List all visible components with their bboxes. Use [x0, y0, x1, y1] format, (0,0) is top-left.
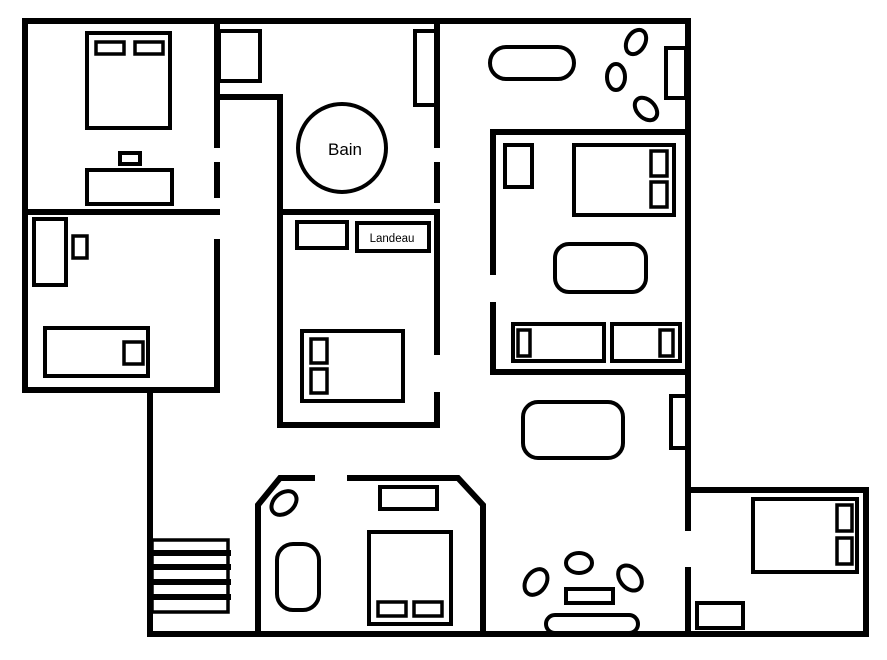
- armchair: [522, 567, 550, 597]
- armchair: [623, 27, 649, 57]
- armchair: [269, 489, 299, 517]
- exterior-walls: [22, 18, 869, 637]
- armchair: [564, 551, 594, 575]
- crib-label: Landeau: [370, 233, 415, 245]
- pillow: [376, 600, 408, 618]
- coffee-table: [564, 587, 615, 605]
- bath-label: Bain: [328, 140, 362, 159]
- nightstand: [118, 151, 142, 166]
- bookshelf: [32, 217, 68, 287]
- pillow: [516, 328, 532, 358]
- master-bedroom: [269, 485, 453, 626]
- changing-table: [295, 220, 349, 250]
- living-room: [488, 27, 688, 123]
- cabinet: [664, 46, 688, 100]
- guest-suite: [503, 143, 682, 363]
- pillow: [133, 40, 165, 56]
- office-left: [32, 217, 150, 378]
- bedroom-bottom-right: [695, 497, 859, 630]
- desk: [275, 542, 321, 612]
- wardrobe: [503, 143, 534, 189]
- crib: [355, 221, 431, 253]
- staircase: [149, 538, 231, 614]
- nightstand: [695, 601, 745, 630]
- pillow: [122, 340, 145, 366]
- lounge: [522, 551, 644, 635]
- nursery: Landeau: [295, 220, 431, 403]
- bathroom: Bain: [217, 29, 438, 194]
- dresser: [85, 168, 174, 206]
- armchair: [616, 563, 644, 593]
- pillow: [835, 536, 854, 566]
- dining-area: [521, 394, 689, 460]
- cabinet: [217, 29, 262, 83]
- pillow: [309, 367, 329, 395]
- bath-tub: [296, 102, 388, 194]
- pillow: [649, 149, 669, 178]
- sofa: [553, 242, 648, 294]
- bedroom-top-left: [85, 31, 174, 206]
- pillow: [94, 40, 126, 56]
- shelf: [413, 29, 438, 107]
- pillow: [309, 337, 329, 365]
- pillow: [412, 600, 444, 618]
- cabinet: [669, 394, 689, 450]
- dresser: [378, 485, 439, 511]
- sofa: [488, 45, 576, 81]
- pillow: [658, 328, 675, 358]
- pillow: [649, 180, 669, 209]
- armchair: [632, 95, 660, 123]
- chair: [71, 234, 89, 260]
- pillow: [835, 503, 854, 533]
- sofa: [544, 613, 640, 635]
- table: [521, 400, 625, 460]
- armchair: [605, 62, 627, 92]
